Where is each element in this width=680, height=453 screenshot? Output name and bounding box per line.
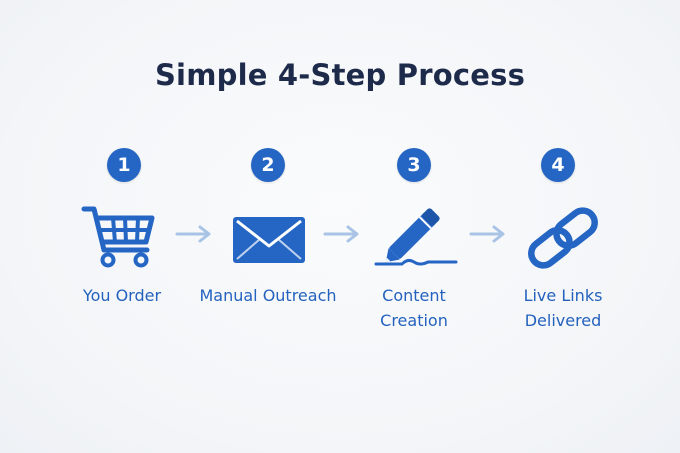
step-1-badge: 1 [107,148,141,182]
arrow-right-icon [469,225,505,243]
step-1-label: You Order [62,283,182,308]
step-3-badge: 3 [397,148,431,182]
step-3-label: Content Creation [354,283,474,333]
step-3-label-line-2: Creation [380,311,448,330]
step-2-label: Manual Outreach [188,283,348,308]
envelope-icon [233,217,305,263]
arrow-right-icon [323,225,359,243]
step-4-label-line-2: Delivered [524,311,602,330]
step-3-label-line-1: Content [382,286,446,305]
chain-link-icon [528,207,598,269]
arrow-right-icon [175,225,211,243]
step-4-label-line-1: Live Links [523,286,603,305]
step-1-label-line-1: You Order [82,286,162,305]
step-2-label-line-1: Manual Outreach [199,286,337,305]
page-title: Simple 4-Step Process [154,58,526,92]
shopping-cart-icon [81,206,155,268]
step-4-label: Live Links Delivered [503,283,623,333]
step-2-badge: 2 [251,148,285,182]
step-4-badge: 4 [541,148,575,182]
pencil-icon [374,208,458,266]
